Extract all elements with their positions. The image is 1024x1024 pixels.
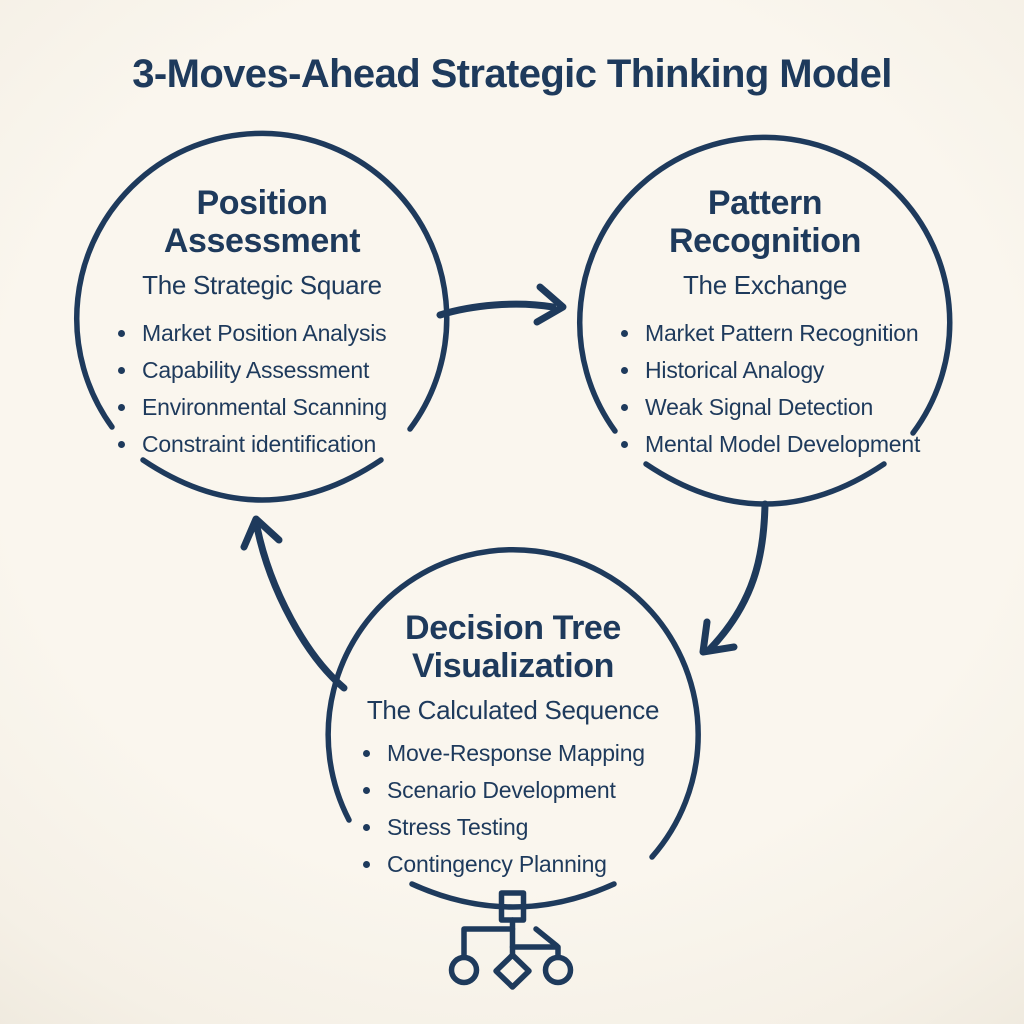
- bullet-item: Capability Assessment: [62, 352, 462, 389]
- bullet-item: Weak Signal Detection: [565, 389, 965, 426]
- bullet-item: Environmental Scanning: [62, 389, 462, 426]
- node-pattern-recognition: Pattern Recognition The Exchange Market …: [565, 184, 965, 463]
- arrow-head: [533, 283, 567, 326]
- node-heading-line2: Recognition: [668, 222, 862, 260]
- circle-arc-bottom: [140, 457, 384, 503]
- circle-arc-main: [577, 134, 953, 436]
- node-subtitle: The Exchange: [682, 270, 848, 300]
- tree-diamond-node: [493, 952, 532, 990]
- bullet-item: Contingency Planning: [313, 846, 713, 883]
- node-heading-line1: Pattern: [707, 184, 823, 222]
- node-position-assessment: Position Assessment The Strategic Square…: [62, 184, 462, 463]
- bullet-item: Market Position Analysis: [62, 315, 462, 352]
- bullet-item: Move-Response Mapping: [313, 735, 713, 772]
- curved-arrow-down-left-icon: [699, 500, 769, 656]
- node-heading: Pattern Recognition: [565, 184, 965, 260]
- tree-right-leaf-circle: [542, 954, 574, 986]
- bullet-item: Market Pattern Recognition: [565, 315, 965, 352]
- bullet-item: Scenario Development: [313, 772, 713, 809]
- curved-arrow-up-left-icon: [240, 515, 348, 692]
- tree-right-diagonal: [533, 926, 560, 949]
- node-heading-line2: Visualization: [411, 647, 614, 685]
- page-title: 3-Moves-Ahead Strategic Thinking Model: [132, 52, 892, 96]
- flowchart-tree-icon: [448, 890, 574, 990]
- bullet-item: Constraint identification: [62, 426, 462, 463]
- circle-arc-bottom: [409, 881, 617, 910]
- curved-arrow-right-icon: [436, 283, 567, 326]
- arrow-head: [240, 515, 283, 551]
- node-bullet-list: Move-Response Mapping Scenario Developme…: [313, 735, 713, 883]
- bullet-item: Mental Model Development: [565, 426, 965, 463]
- tree-right-branch: [509, 944, 561, 960]
- node-subtitle: The Calculated Sequence: [366, 695, 660, 725]
- tree-left-branch: [461, 926, 516, 960]
- bullet-item: Stress Testing: [313, 809, 713, 846]
- bullet-item: Historical Analogy: [565, 352, 965, 389]
- arrow-shaft: [436, 300, 557, 319]
- node-subtitle: The Strategic Square: [142, 270, 382, 300]
- node-heading-line1: Decision Tree: [405, 609, 621, 647]
- node-heading: Decision Tree Visualization: [313, 609, 713, 685]
- circle-arc-bottom: [643, 461, 887, 507]
- node-decision-tree-visualization: Decision Tree Visualization The Calculat…: [313, 609, 713, 883]
- position-assessment-circle-outline: [74, 130, 450, 503]
- node-heading-line2: Assessment: [163, 222, 361, 260]
- decision-tree-circle-outline: [325, 547, 701, 910]
- node-heading-line1: Position: [196, 184, 328, 222]
- circle-arc-main: [74, 130, 450, 432]
- circle-arc-main: [325, 547, 701, 860]
- tree-left-leaf-circle: [448, 954, 480, 986]
- node-bullet-list: Market Position Analysis Capability Asse…: [62, 315, 462, 463]
- arrow-head: [699, 618, 738, 656]
- node-bullet-list: Market Pattern Recognition Historical An…: [565, 315, 965, 463]
- arrow-shaft: [253, 523, 348, 692]
- arrow-shaft: [706, 500, 769, 653]
- node-heading: Position Assessment: [62, 184, 462, 260]
- tree-root-square: [498, 890, 527, 923]
